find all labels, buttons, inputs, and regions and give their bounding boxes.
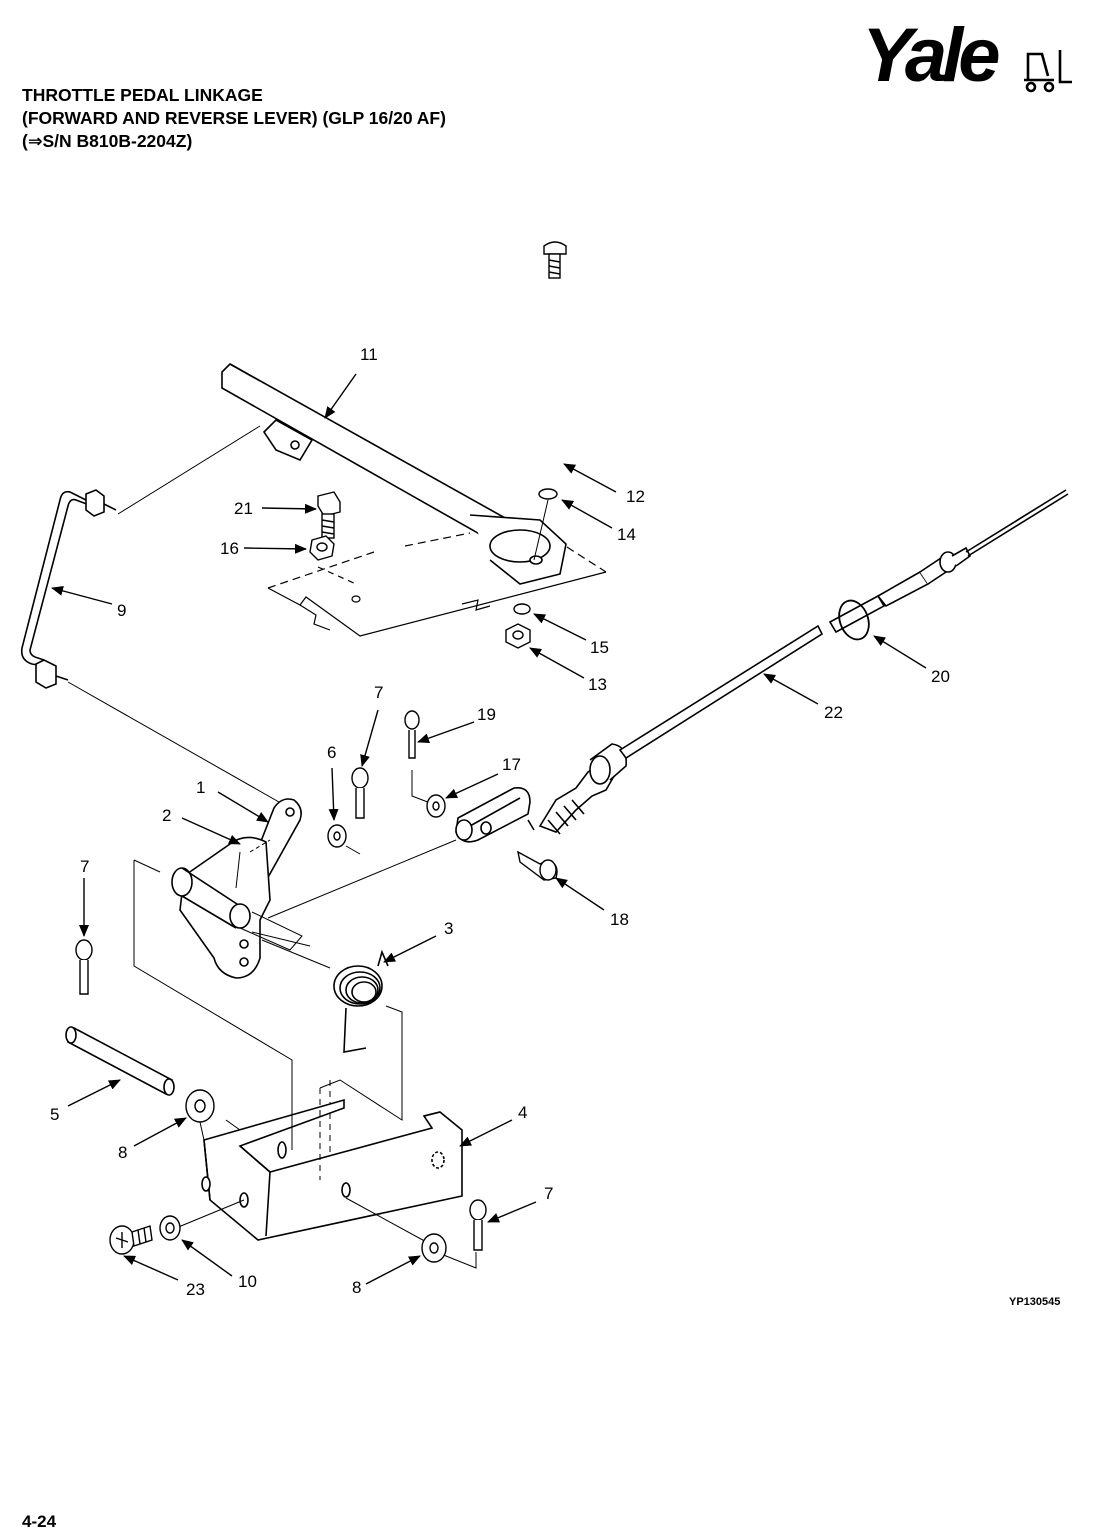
callout-20: 20 — [931, 667, 950, 686]
callout-11: 11 — [360, 345, 378, 364]
callout-2: 2 — [162, 806, 171, 825]
callout-9: 9 — [117, 601, 126, 620]
lock-washer-10 — [159, 1215, 181, 1241]
callout-3: 3 — [444, 919, 453, 938]
nut-13 — [505, 623, 531, 649]
callout-19: 19 — [477, 705, 496, 724]
logo-text: Yale — [862, 13, 1001, 98]
figure-code: YP130545 — [1009, 1296, 1061, 1308]
callout-6: 6 — [327, 743, 336, 762]
cotter-pin-7-top — [351, 767, 369, 819]
washer-8-lower — [421, 1233, 447, 1263]
title-line-2: (FORWARD AND REVERSE LEVER) (GLP 16/20 A… — [22, 108, 446, 128]
linkage-rod-9 — [20, 489, 117, 689]
callout-4: 4 — [518, 1103, 527, 1122]
title-line-3: (⇒S/N B810B-2204Z) — [22, 131, 193, 151]
clevis-pin-18 — [517, 850, 558, 881]
callout-1: 1 — [196, 778, 205, 797]
retaining-clip-20 — [838, 599, 870, 641]
callout-8-upper: 8 — [118, 1143, 127, 1162]
callout-16: 16 — [220, 539, 239, 558]
washer-8-upper — [185, 1089, 215, 1123]
leader-arrows — [51, 373, 927, 1285]
callout-14: 14 — [617, 525, 636, 544]
callout-22: 22 — [824, 703, 843, 722]
lever-assembly — [171, 798, 302, 979]
callout-labels: 11 12 14 21 16 9 15 13 20 22 7 19 6 17 1… — [50, 345, 950, 1299]
callout-23: 23 — [186, 1280, 205, 1299]
callout-7-top: 7 — [374, 683, 383, 702]
throttle-cable-22 — [527, 489, 1069, 835]
title-line-1: THROTTLE PEDAL LINKAGE — [22, 85, 263, 105]
callout-17: 17 — [502, 755, 521, 774]
pivot-pin-5 — [65, 1026, 175, 1096]
callout-7-right: 7 — [544, 1184, 553, 1203]
nut-16 — [309, 535, 335, 561]
bolt-21 — [317, 491, 341, 539]
callout-12: 12 — [626, 487, 645, 506]
cotter-pin-7-right — [469, 1199, 487, 1251]
washer-17 — [426, 794, 446, 818]
lock-washer-15 — [513, 603, 531, 615]
throttle-pedal — [221, 363, 567, 585]
callout-18: 18 — [610, 910, 629, 929]
callout-7-left: 7 — [80, 857, 89, 876]
callout-10: 10 — [238, 1272, 257, 1291]
floor-plate — [267, 532, 607, 637]
callout-13: 13 — [588, 675, 607, 694]
cotter-pin-19 — [404, 710, 420, 759]
page-number: 4-24 — [22, 1512, 57, 1531]
callout-21: 21 — [234, 499, 253, 518]
lock-washer-14 — [538, 488, 558, 500]
callout-15: 15 — [590, 638, 609, 657]
bolt-12 — [543, 241, 567, 279]
mounting-bracket-4 — [201, 1098, 463, 1241]
title-block: THROTTLE PEDAL LINKAGE (FORWARD AND REVE… — [22, 84, 446, 153]
yale-logo: Yale — [862, 16, 1074, 102]
washer-6 — [327, 824, 347, 848]
bolt-23 — [109, 1225, 153, 1255]
cotter-pin-7-left — [75, 939, 93, 995]
clevis — [455, 786, 531, 843]
forklift-logo-icon — [1024, 50, 1072, 93]
callout-5: 5 — [50, 1105, 59, 1124]
callout-8-lower: 8 — [352, 1278, 361, 1297]
torsion-spring-3 — [333, 949, 389, 1053]
